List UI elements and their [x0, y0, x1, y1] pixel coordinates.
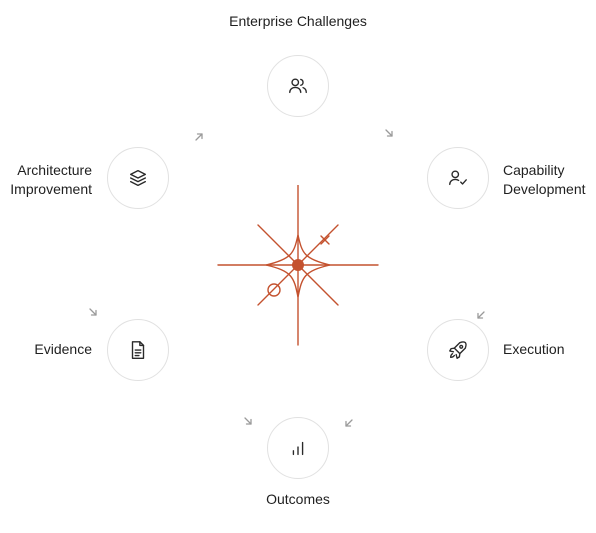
- users-icon: [289, 78, 307, 94]
- node-execution: [427, 319, 489, 381]
- label-line: Development: [503, 181, 586, 197]
- node-architecture-improvement: [107, 147, 169, 209]
- arrow-icon: [475, 309, 487, 321]
- node-label-outcomes: Outcomes: [266, 491, 330, 507]
- node-label-execution: Execution: [503, 341, 565, 357]
- node-evidence: [107, 319, 169, 381]
- bar-chart-icon: [292, 441, 304, 456]
- sparkle-compass-icon: [217, 185, 379, 346]
- node-label-evidence: Evidence: [34, 341, 92, 357]
- arrow-icon: [343, 417, 355, 429]
- label-line: Architecture: [17, 162, 92, 178]
- document-icon: [131, 341, 145, 359]
- arrow-icon: [87, 306, 99, 318]
- node-capability-development: [427, 147, 489, 209]
- label-line: Improvement: [10, 181, 92, 197]
- rocket-icon: [449, 341, 467, 359]
- layers-icon: [129, 169, 147, 187]
- label-line: Capability: [503, 162, 565, 178]
- arrow-icon: [242, 415, 254, 427]
- arrow-icon: [193, 131, 205, 143]
- node-enterprise-challenges: [267, 55, 329, 117]
- user-check-icon: [449, 170, 467, 186]
- node-outcomes: [267, 417, 329, 479]
- node-label-enterprise-challenges: Enterprise Challenges: [229, 13, 367, 29]
- arrow-icon: [383, 127, 395, 139]
- node-label-architecture-improvement: Architecture Improvement: [10, 161, 92, 199]
- node-label-capability-development: Capability Development: [503, 161, 586, 199]
